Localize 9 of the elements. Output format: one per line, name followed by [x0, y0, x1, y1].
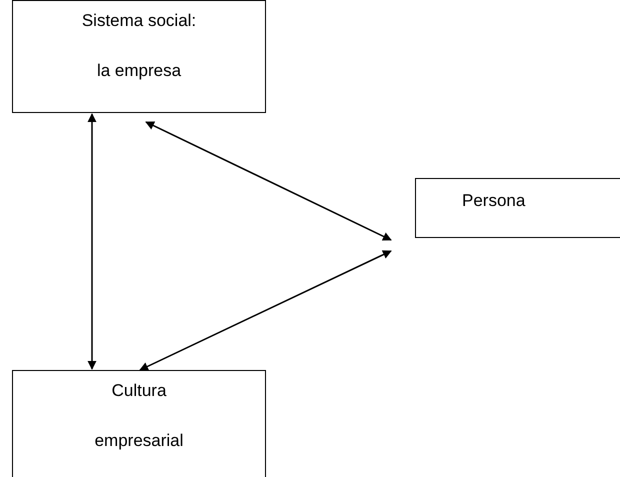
- box-label: Sistema social: la empresa: [80, 10, 198, 82]
- text-box: [12, 0, 266, 113]
- text-box: [415, 178, 620, 238]
- double-arrow: [88, 113, 96, 370]
- box-label: Persona: [462, 190, 526, 212]
- text-box: [12, 370, 266, 477]
- double-arrow: [145, 121, 392, 241]
- double-arrow: [139, 250, 392, 371]
- box-label: Cultura empresarial: [94, 380, 184, 452]
